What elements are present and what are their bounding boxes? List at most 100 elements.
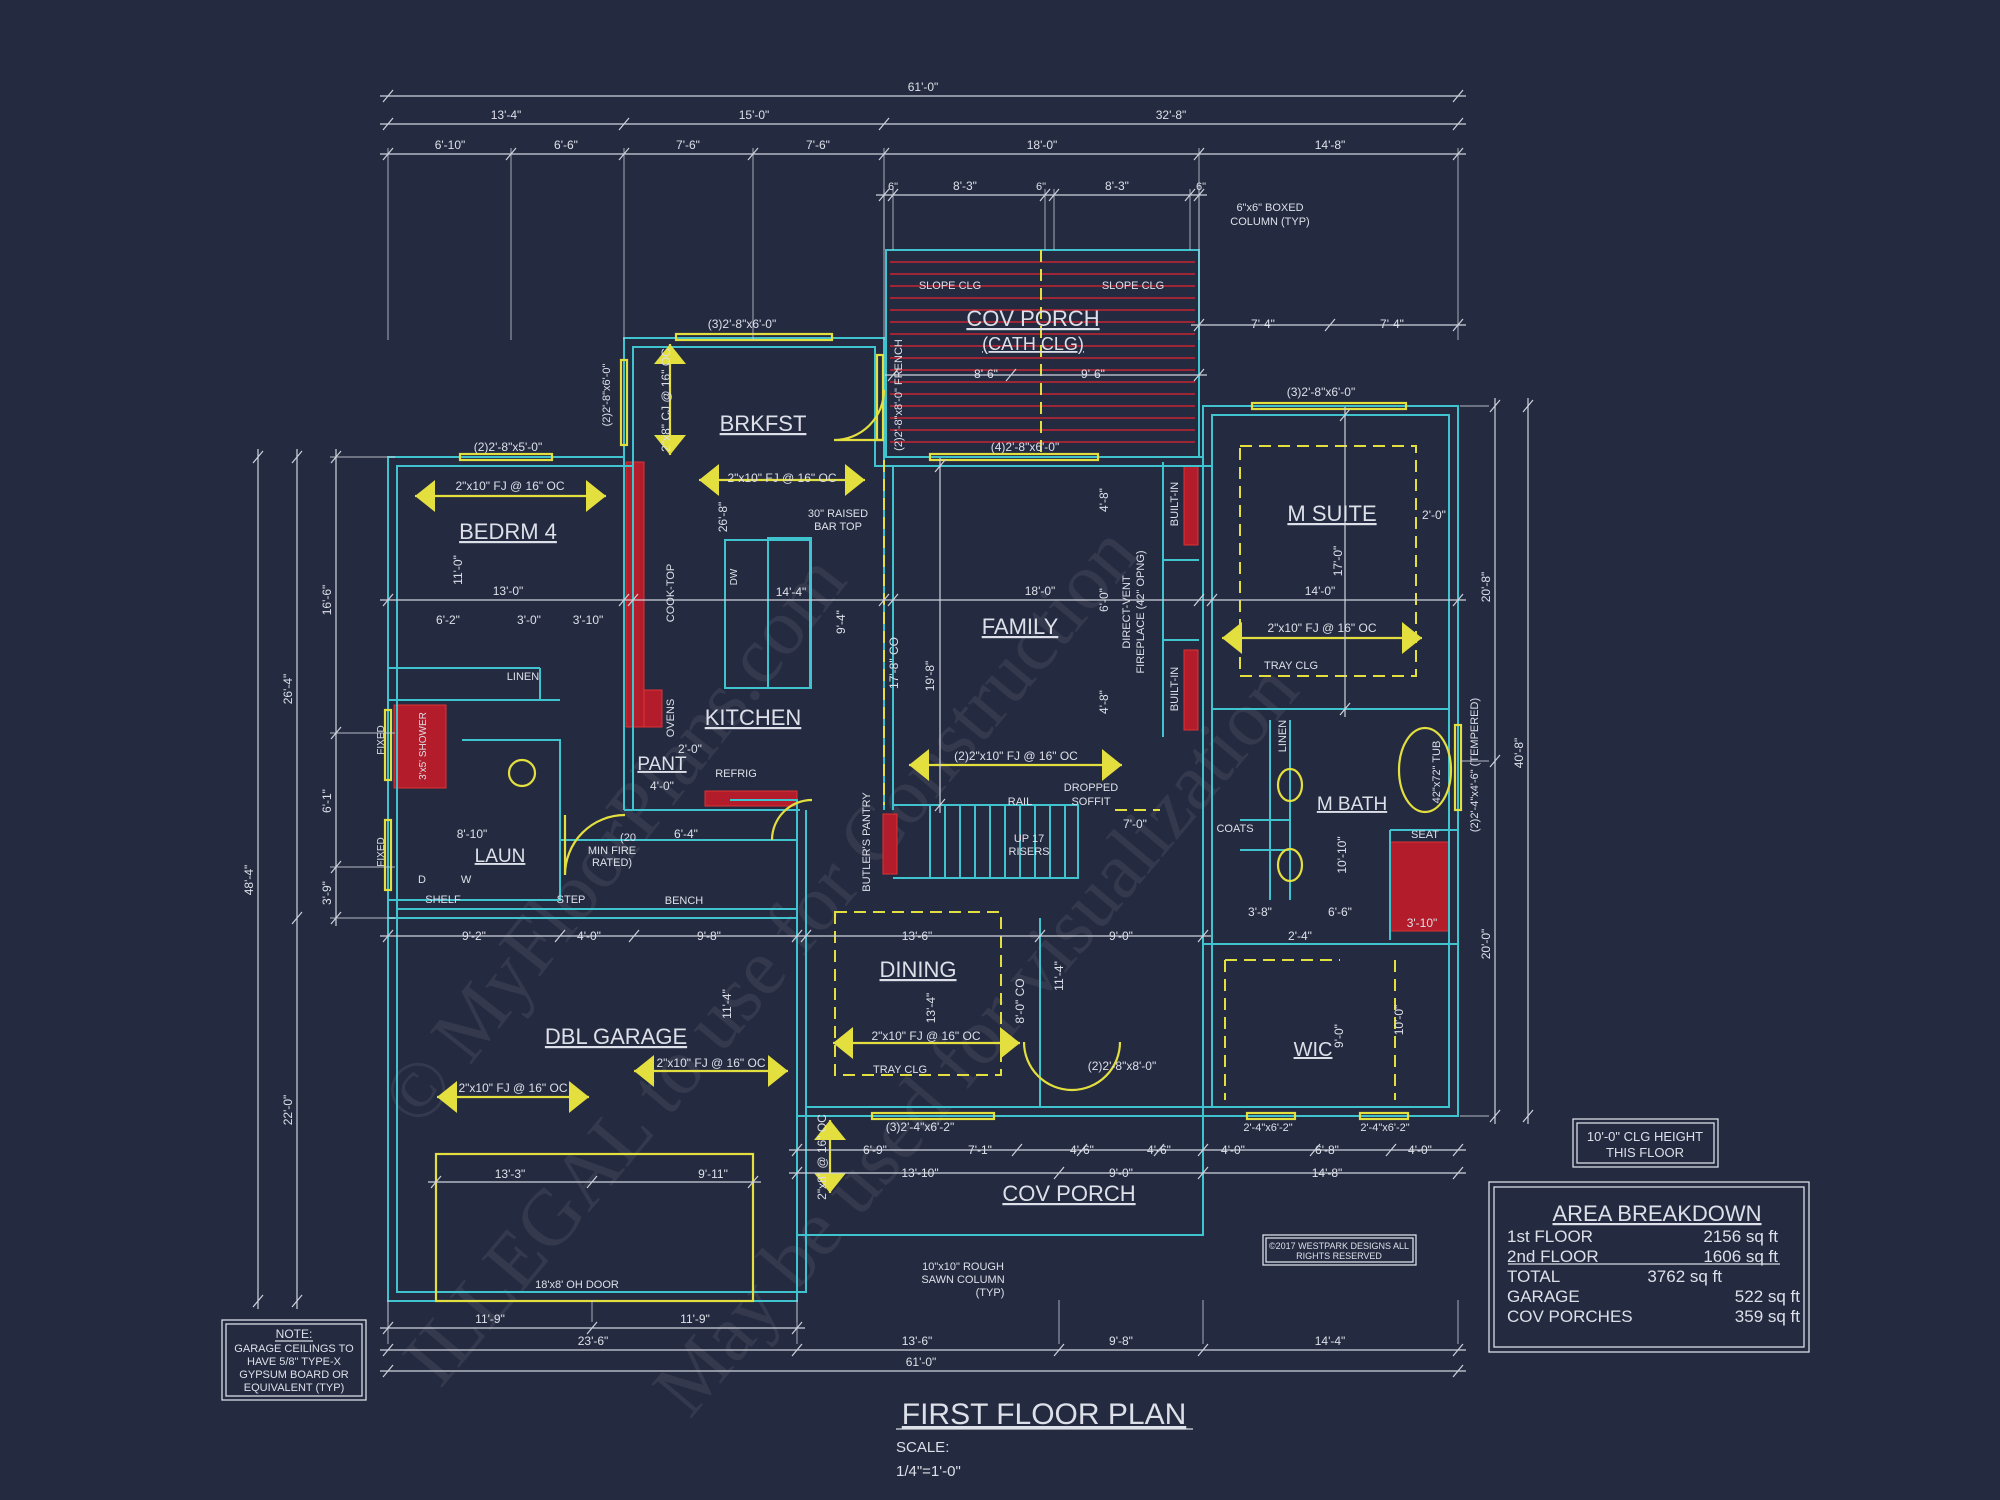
annotation: TRAY CLG (873, 1064, 927, 1076)
area-breakdown-box (1488, 1181, 1810, 1353)
garage-note-line: GARAGE CEILINGS TO (234, 1343, 354, 1355)
dimension-label: 9'-2" (462, 929, 486, 943)
refrig-fill (704, 790, 798, 807)
arrowhead-left-icon (833, 1027, 853, 1059)
window (383, 708, 393, 782)
dimension-label: 18'-0" (1025, 584, 1056, 598)
dimension-label: 9'-4" (834, 610, 848, 634)
dimension-label: 6'-4" (674, 827, 698, 841)
annotation: SEAT (1411, 829, 1439, 841)
area-row-label: TOTAL (1507, 1267, 1560, 1286)
sink (1276, 847, 1304, 883)
dimension-label: 13'-6" (902, 1334, 933, 1348)
room-label-cov-porch-front: COV PORCH (1002, 1181, 1135, 1206)
dimension-label: 14'-8" (1315, 138, 1346, 152)
tray-ceiling (1239, 445, 1417, 677)
dimension-label: 8'-6" (974, 367, 998, 381)
dimension-label: 4'-0" (577, 929, 601, 943)
dimension-tick (1489, 399, 1501, 413)
window (928, 452, 1100, 462)
arrowhead-down-icon (814, 1173, 846, 1193)
dimension-tick (1197, 1343, 1209, 1357)
window (674, 332, 834, 342)
dimension-label: 3'-10" (573, 613, 604, 627)
joist-label: 2"x8" CJ @ 16" OC (659, 348, 673, 452)
builtin-fill (1183, 649, 1199, 731)
annotation: BENCH (665, 895, 704, 907)
sink (1276, 767, 1304, 803)
ceiling-note-box-inner (1576, 1122, 1715, 1164)
joist-label: (2)2"x10" FJ @ 16" OC (954, 749, 1078, 763)
dimension-tick (878, 117, 890, 131)
room-label-pant: PANT (637, 754, 687, 775)
annotation: 10"x10" ROUGH (922, 1261, 1004, 1273)
garage-door (434, 1152, 755, 1303)
dimension-tick (1193, 318, 1205, 332)
annotation: SLOPE CLG (1102, 280, 1164, 292)
dimension-tick (791, 1343, 803, 1357)
dimension-label: 6'-10" (435, 138, 466, 152)
rear-porch-hatch (890, 261, 1195, 443)
joist-label: 2"x10" FJ @ 16" OC (1268, 621, 1377, 635)
dimension-label: 11'-9" (680, 1312, 710, 1326)
dimension-label: 14'-0" (1305, 584, 1336, 598)
annotation: COLUMN (TYP) (1230, 216, 1309, 228)
dimension-label: 13'-10" (901, 1166, 938, 1180)
dimension-label: 17'-0" (1331, 546, 1345, 577)
window (1358, 1111, 1410, 1121)
garage-note-line: HAVE 5/8" TYPE-X (247, 1356, 342, 1368)
dimension-label: 6'-0" (1097, 588, 1111, 612)
room-label-cov-porch: COV PORCH (966, 306, 1099, 331)
annotation: LINEN (507, 671, 539, 683)
dimension-label: 14'-4" (1315, 1334, 1346, 1348)
garage-note-box (221, 1319, 367, 1401)
arrowhead-left-icon (415, 480, 435, 512)
copyright-text: RIGHTS RESERVED (1296, 1251, 1382, 1261)
sink (507, 758, 537, 788)
arrowhead-left-icon (909, 749, 929, 781)
area-row-value: 522 sq ft (1735, 1287, 1800, 1306)
dimension-label: 13'-3" (495, 1167, 526, 1181)
bar-top (767, 537, 812, 689)
dimension-label: 8'-3" (1105, 179, 1129, 193)
builtin-fill (1183, 465, 1199, 546)
door-label: (2)2'-8"x8'-0" (1088, 1059, 1156, 1073)
dimension-label: 7'-1" (968, 1143, 992, 1157)
dimension-label: 3'-10" (1407, 916, 1438, 930)
dimension-tick (1385, 1143, 1397, 1157)
area-breakdown-title: AREA BREAKDOWN (1552, 1201, 1761, 1226)
dimension-tick (887, 593, 899, 607)
dimension-tick (291, 1294, 303, 1308)
dimension-label: 4'-0" (1221, 1143, 1245, 1157)
joist-arrows (415, 344, 1422, 1193)
scale-value: 1/4"=1'-0" (896, 1463, 961, 1480)
annotation: BUILT-IN (1169, 482, 1181, 526)
dimension-tick (1076, 1143, 1088, 1157)
copyright-box-inner (1265, 1237, 1414, 1263)
annotation: W (461, 874, 472, 886)
dimension-label: 10'-10" (1335, 836, 1349, 873)
dimension-tick (1452, 1166, 1464, 1180)
annotation: FIREPLACE (42" OPNG) (1135, 550, 1147, 673)
area-row-label: GARAGE (1507, 1287, 1580, 1306)
area-row-value: 359 sq ft (1735, 1307, 1800, 1326)
arrowhead-left-icon (699, 464, 719, 496)
room-label-dbl-garage: DBL GARAGE (545, 1024, 687, 1049)
dimension-label: 9'-0" (1109, 1166, 1133, 1180)
arrowhead-right-icon (1102, 749, 1122, 781)
rear-porch-outline (885, 249, 1200, 458)
dimension-tick (382, 1343, 394, 1357)
annotation: BUTLER'S PANTRY (861, 792, 873, 892)
dimension-label: 6'-9" (863, 1143, 887, 1157)
annotation: TRAY CLG (1264, 660, 1318, 672)
annotation: SLOPE CLG (919, 280, 981, 292)
dimension-label: 7'-0" (1123, 817, 1147, 831)
dimension-label: 9'-0" (1109, 929, 1133, 943)
dimension-tick (382, 117, 394, 131)
annotation: REFRIG (715, 768, 757, 780)
arrowhead-right-icon (845, 464, 865, 496)
scale-label: SCALE: (896, 1439, 949, 1456)
dimension-label: 4'-8" (1097, 488, 1111, 512)
dimension-label: 2'-0" (1422, 508, 1446, 522)
